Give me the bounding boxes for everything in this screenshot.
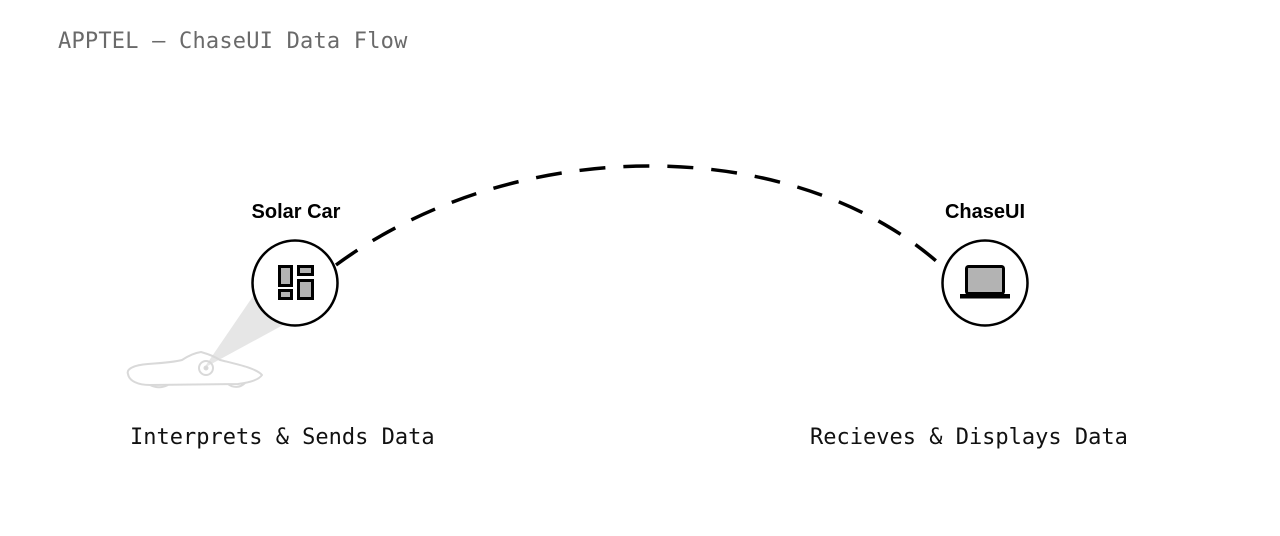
data-link-arc (334, 164, 946, 270)
chaseui-label: ChaseUI (944, 201, 1026, 223)
dashboard-icon (278, 265, 314, 300)
laptop-icon (960, 265, 1010, 299)
solar-car-icon (126, 351, 263, 389)
solar-car-description: Interprets & Sends Data (130, 425, 435, 450)
chaseui-description: Recieves & Displays Data (810, 425, 1128, 450)
solar-car-label: Solar Car (251, 201, 341, 223)
chaseui-node[interactable] (941, 239, 1029, 327)
solar-car-node[interactable] (251, 239, 339, 327)
page-title: APPTEL – ChaseUI Data Flow (58, 29, 408, 54)
